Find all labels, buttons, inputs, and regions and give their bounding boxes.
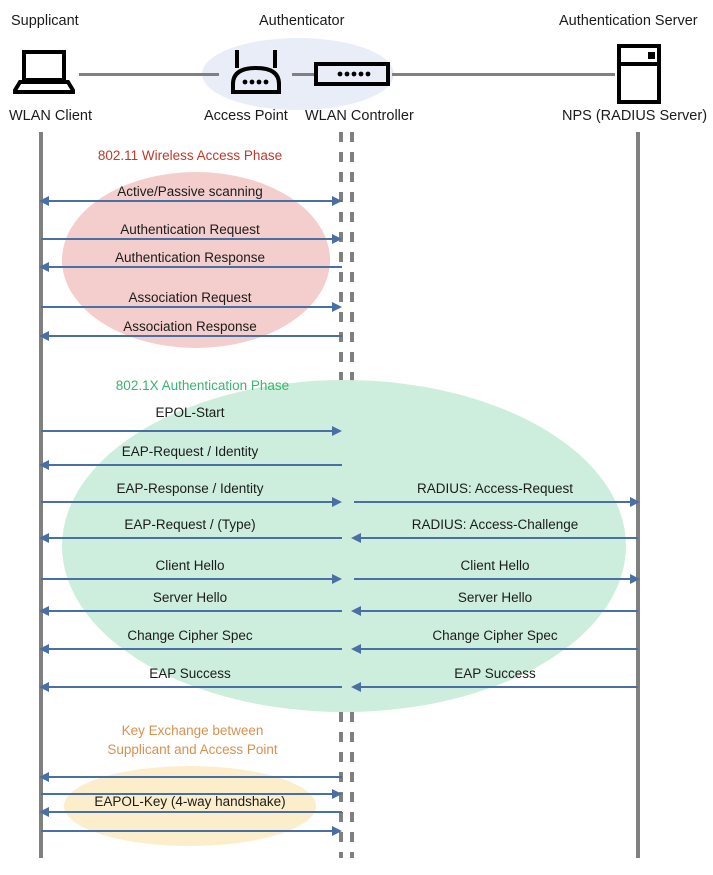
message-line xyxy=(48,537,342,539)
phase-caption-wireless: 802.11 Wireless Access Phase xyxy=(97,148,283,163)
link-ap-to-controller xyxy=(292,73,314,76)
message-label-radius-access-request: RADIUS: Access-Request xyxy=(416,481,574,496)
message-label-client-hello-right: Client Hello xyxy=(460,558,530,573)
arrowhead-left-icon xyxy=(39,682,49,692)
arrowhead-left-icon xyxy=(39,772,49,782)
server-icon xyxy=(617,44,661,109)
message-label-change-cipher-spec-right: Change Cipher Spec xyxy=(432,628,558,643)
arrowhead-left-icon xyxy=(39,196,49,206)
arrowhead-left-icon xyxy=(351,644,361,654)
message-label-server-hello-right: Server Hello xyxy=(457,590,533,605)
arrowhead-right-icon xyxy=(332,789,342,799)
message-line xyxy=(41,830,336,832)
message-line xyxy=(48,776,342,778)
message-label-authentication-request: Authentication Request xyxy=(120,222,260,237)
message-label-eap-request-identity: EAP-Request / Identity xyxy=(121,444,259,459)
arrowhead-right-icon xyxy=(332,426,342,436)
arrowhead-right-icon xyxy=(332,234,342,244)
phase-ellipse-keyexchange xyxy=(64,766,316,846)
message-line xyxy=(360,610,638,612)
laptop-icon xyxy=(10,50,78,99)
actor-device-access-point: Access Point xyxy=(204,108,288,124)
message-line xyxy=(41,238,336,240)
arrowhead-right-icon xyxy=(332,574,342,584)
message-line xyxy=(41,578,336,580)
message-line xyxy=(354,578,634,580)
message-label-client-hello-left: Client Hello xyxy=(155,558,225,573)
arrowhead-left-icon xyxy=(39,533,49,543)
message-line xyxy=(360,648,638,650)
arrowhead-left-icon xyxy=(39,807,49,817)
actor-device-wlan-client: WLAN Client xyxy=(9,108,92,124)
arrowhead-right-icon xyxy=(332,196,342,206)
actor-role-supplicant: Supplicant xyxy=(11,13,79,29)
actor-device-nps-radius-server: NPS (RADIUS Server) xyxy=(562,108,708,124)
message-line xyxy=(48,811,342,813)
arrowhead-left-icon xyxy=(351,682,361,692)
message-line xyxy=(41,306,336,308)
actor-device-wlan-controller: WLAN Controller xyxy=(305,108,414,124)
message-line xyxy=(41,793,336,795)
message-label-change-cipher-spec-left: Change Cipher Spec xyxy=(127,628,253,643)
message-line xyxy=(360,686,638,688)
arrowhead-left-icon xyxy=(39,644,49,654)
message-label-association-request: Association Request xyxy=(128,290,252,305)
message-line xyxy=(360,537,638,539)
link-controller-to-server xyxy=(392,73,615,76)
message-line xyxy=(48,464,342,466)
wlan-controller-icon xyxy=(314,62,390,91)
message-line xyxy=(41,501,336,503)
message-line xyxy=(41,430,336,432)
message-label-eap-success-left: EAP Success xyxy=(149,666,231,681)
message-label-eap-response-identity: EAP-Response / Identity xyxy=(116,481,264,496)
message-label-authentication-response: Authentication Response xyxy=(114,250,266,265)
phase-caption-keyexchange-line1: Key Exchange between xyxy=(121,723,264,738)
arrowhead-right-icon xyxy=(332,497,342,507)
message-label-active-passive-scanning: Active/Passive scanning xyxy=(117,184,263,199)
message-line xyxy=(48,648,342,650)
message-label-epol-start: EPOL-Start xyxy=(155,405,225,420)
phase-caption-keyexchange-line2: Supplicant and Access Point xyxy=(107,742,278,757)
message-label-radius-access-challenge: RADIUS: Access-Challenge xyxy=(411,517,579,532)
lifeline-supplicant xyxy=(39,132,43,858)
arrowhead-right-icon xyxy=(332,826,342,836)
actor-role-authenticator: Authenticator xyxy=(259,13,345,29)
message-line xyxy=(48,266,342,268)
message-line xyxy=(354,501,634,503)
actor-role-authentication-server: Authentication Server xyxy=(559,13,698,29)
message-label-association-response: Association Response xyxy=(123,319,257,334)
message-label-eap-success-right: EAP Success xyxy=(454,666,536,681)
message-label-eap-request-type: EAP-Request / (Type) xyxy=(124,517,256,532)
message-line xyxy=(48,335,342,337)
phase-ellipse-dot1x xyxy=(62,380,626,712)
message-label-eapol-key: EAPOL-Key (4-way handshake) xyxy=(94,794,286,809)
arrowhead-left-icon xyxy=(39,262,49,272)
arrowhead-left-icon xyxy=(39,606,49,616)
arrowhead-right-icon xyxy=(630,574,640,584)
link-client-to-ap xyxy=(79,73,219,76)
arrowhead-left-icon xyxy=(351,606,361,616)
arrowhead-left-icon xyxy=(39,331,49,341)
arrowhead-right-icon xyxy=(630,497,640,507)
lifeline-authentication-server xyxy=(636,132,640,858)
message-label-server-hello-left: Server Hello xyxy=(152,590,228,605)
message-line xyxy=(48,686,342,688)
message-line xyxy=(48,610,342,612)
phase-caption-dot1x: 802.1X Authentication Phase xyxy=(115,378,290,393)
arrowhead-left-icon xyxy=(39,460,49,470)
access-point-icon xyxy=(219,48,293,101)
arrowhead-left-icon xyxy=(351,533,361,543)
message-line xyxy=(48,200,342,202)
arrowhead-right-icon xyxy=(332,302,342,312)
